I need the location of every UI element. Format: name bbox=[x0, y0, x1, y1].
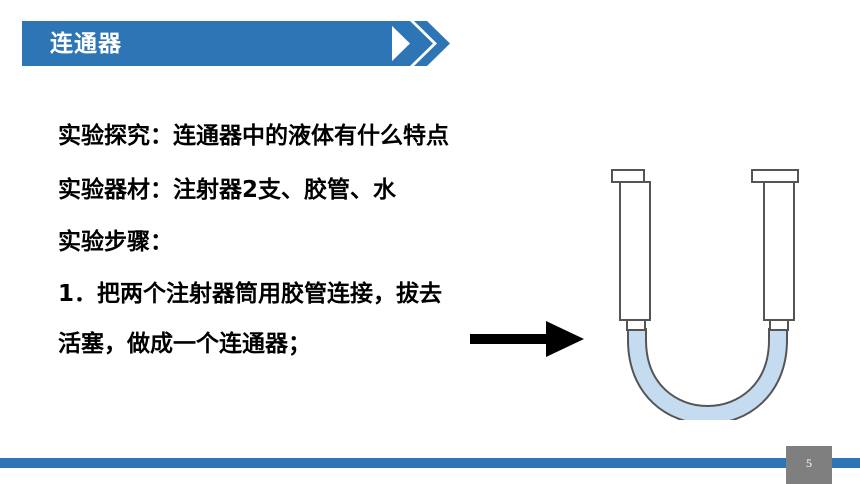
arrow-right-icon bbox=[470, 321, 584, 357]
title-banner: 连通器 bbox=[22, 21, 452, 66]
double-chevron-right-icon bbox=[387, 21, 450, 66]
experiment-topic: 实验探究：连通器中的液体有什么特点 bbox=[58, 123, 449, 149]
bottom-bar bbox=[0, 458, 860, 468]
u-tube-icon bbox=[611, 169, 799, 420]
experiment-materials: 实验器材：注射器2支、胶管、水 bbox=[58, 177, 397, 203]
experiment-steps-heading: 实验步骤： bbox=[58, 229, 173, 255]
right-syringe bbox=[751, 169, 799, 331]
step-1-line-1: 1．把两个注射器筒用胶管连接，拔去 bbox=[58, 281, 443, 307]
page-number: 5 bbox=[806, 456, 812, 470]
left-syringe bbox=[611, 169, 651, 331]
slide-title: 连通器 bbox=[50, 31, 122, 57]
title-banner-background bbox=[22, 21, 450, 66]
step-1-line-2: 活塞，做成一个连通器； bbox=[58, 331, 311, 357]
page-number-box: 5 bbox=[786, 446, 832, 484]
